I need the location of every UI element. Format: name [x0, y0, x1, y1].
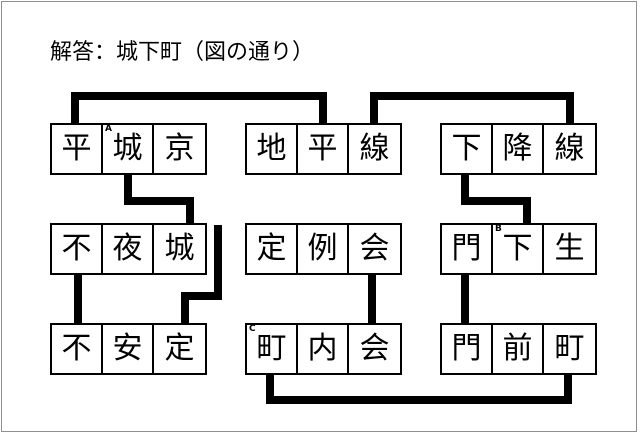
- cell-fuantei-3[interactable]: 定: [154, 325, 205, 373]
- cell-chiheisen-3[interactable]: 線: [349, 125, 400, 173]
- cell-char: 平: [61, 131, 92, 166]
- link-chiheisen-to-kakosen-horizontal: [370, 92, 574, 100]
- cell-char: 地: [256, 131, 287, 166]
- cell-char: 内: [307, 331, 338, 366]
- cell-heijokyo-2[interactable]: A 城: [103, 125, 154, 173]
- cell-char: 定: [256, 231, 287, 266]
- cell-char: 京: [164, 131, 195, 166]
- cell-chiheisen-2[interactable]: 平: [298, 125, 349, 173]
- cell-char: 例: [307, 231, 338, 266]
- wordbox-chiheisen[interactable]: 地 平 線: [245, 123, 402, 175]
- cell-char: 町: [554, 331, 585, 366]
- cell-kakosen-1[interactable]: 下: [442, 125, 493, 173]
- wordbox-teireikai[interactable]: 定 例 会: [245, 223, 402, 275]
- wordbox-monzenmachi[interactable]: 門 前 町: [440, 323, 597, 375]
- link-fuantei-tei-vertical-down: [181, 292, 189, 327]
- link-kakosen-to-monkasei-horizontal: [461, 197, 531, 205]
- cell-chiheisen-1[interactable]: 地: [247, 125, 298, 173]
- cell-char: 不: [61, 231, 92, 266]
- link-monzenmachi-cho-vertical-up: [564, 372, 572, 404]
- cell-char: 門: [451, 331, 482, 366]
- cell-char: 町: [256, 331, 287, 366]
- link-kakosen-ka-vertical-down: [461, 173, 469, 205]
- link-heijokyo-to-fuyajo-horizontal: [124, 197, 194, 205]
- link-fuyajo-jo-vertical-down: [186, 197, 194, 225]
- cell-monkasei-2[interactable]: B 下: [493, 225, 544, 273]
- cell-monzenmachi-2[interactable]: 前: [493, 325, 544, 373]
- wordbox-monkasei[interactable]: 門 B 下 生: [440, 223, 597, 275]
- cell-fuyajo-2[interactable]: 夜: [103, 225, 154, 273]
- link-monkasei-ka-vertical-down: [523, 197, 531, 225]
- cell-char: 会: [359, 231, 390, 266]
- link-heijokyo-to-chiheisen-horizontal: [71, 92, 327, 100]
- cell-monzenmachi-3[interactable]: 町: [544, 325, 595, 373]
- cell-char: 前: [502, 331, 533, 366]
- wordbox-fuyajo[interactable]: 不 夜 城: [50, 223, 207, 275]
- cell-char: 不: [61, 331, 92, 366]
- wordbox-kakosen[interactable]: 下 降 線: [440, 123, 597, 175]
- cell-char: 生: [554, 231, 585, 266]
- cell-superscript: B: [495, 224, 502, 234]
- cell-char: 定: [164, 331, 195, 366]
- cell-kakosen-2[interactable]: 降: [493, 125, 544, 173]
- link-heijokyo-hei-vertical-up: [71, 92, 79, 127]
- link-teireikai-kai-vertical: [368, 272, 376, 327]
- link-kakosen-sen-vertical-down: [566, 92, 574, 127]
- cell-char: 安: [112, 331, 143, 366]
- cell-teireikai-1[interactable]: 定: [247, 225, 298, 273]
- cell-chonaikai-3[interactable]: 会: [349, 325, 400, 373]
- cell-superscript: A: [105, 124, 112, 134]
- cell-char: 下: [502, 231, 533, 266]
- link-heijokyo-jo-vertical-down: [124, 173, 132, 205]
- link-chiheisen-hei-vertical-down: [319, 92, 327, 127]
- cell-chonaikai-2[interactable]: 内: [298, 325, 349, 373]
- cell-char: 降: [502, 131, 533, 166]
- link-teireikai-tei-vertical-down: [214, 225, 222, 300]
- cell-monzenmachi-1[interactable]: 門: [442, 325, 493, 373]
- cell-chonaikai-1[interactable]: C 町: [247, 325, 298, 373]
- wordbox-chonaikai[interactable]: C 町 内 会: [245, 323, 402, 375]
- cell-char: 城: [112, 131, 143, 166]
- answer-title: 解答：城下町（図の通り）: [50, 40, 315, 65]
- cell-char: 夜: [112, 231, 143, 266]
- cell-char: 門: [451, 231, 482, 266]
- cell-char: 会: [359, 331, 390, 366]
- link-chonaikai-to-monzenmachi-horizontal: [266, 396, 572, 404]
- cell-char: 線: [554, 131, 585, 166]
- cell-char: 線: [359, 131, 390, 166]
- link-monkasei-mon-vertical: [461, 272, 469, 327]
- cell-teireikai-3[interactable]: 会: [349, 225, 400, 273]
- cell-fuantei-1[interactable]: 不: [52, 325, 103, 373]
- cell-heijokyo-1[interactable]: 平: [52, 125, 103, 173]
- cell-monkasei-1[interactable]: 門: [442, 225, 493, 273]
- cell-heijokyo-3[interactable]: 京: [154, 125, 205, 173]
- cell-monkasei-3[interactable]: 生: [544, 225, 595, 273]
- cell-superscript: C: [249, 324, 256, 334]
- cell-char: 城: [164, 231, 195, 266]
- link-chonaikai-cho-vertical-down: [266, 372, 274, 404]
- cell-fuyajo-1[interactable]: 不: [52, 225, 103, 273]
- cell-fuyajo-3[interactable]: 城: [154, 225, 205, 273]
- link-fuyajo-fu-vertical: [74, 272, 82, 327]
- cell-char: 下: [451, 131, 482, 166]
- cell-char: 平: [307, 131, 338, 166]
- wordbox-heijokyo[interactable]: 平 A 城 京: [50, 123, 207, 175]
- link-chiheisen-sen-vertical-up: [370, 92, 378, 127]
- cell-kakosen-3[interactable]: 線: [544, 125, 595, 173]
- cell-teireikai-2[interactable]: 例: [298, 225, 349, 273]
- cell-fuantei-2[interactable]: 安: [103, 325, 154, 373]
- link-teireikai-to-fuantei-horizontal: [181, 292, 222, 300]
- wordbox-fuantei[interactable]: 不 安 定: [50, 323, 207, 375]
